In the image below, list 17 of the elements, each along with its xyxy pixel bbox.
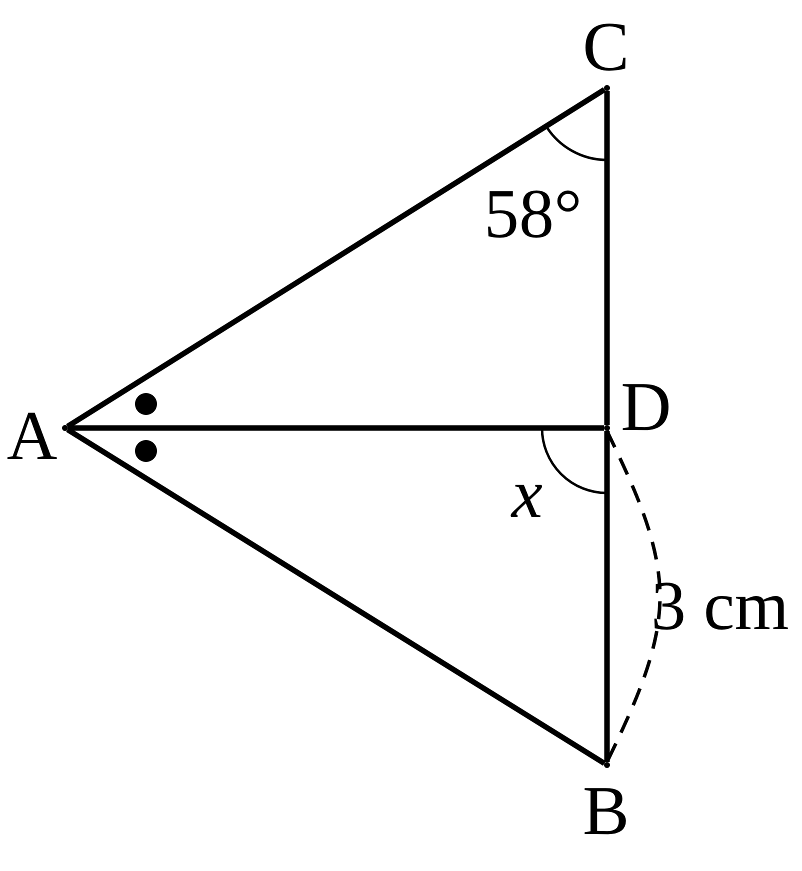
vertex-point [604,85,610,91]
length-label: 3 cm [650,572,790,642]
line-segment [604,91,610,425]
angle-label: x [511,460,543,530]
dashed-arc [605,430,662,763]
line-segment [66,427,606,766]
line-segment [68,425,604,431]
vertex-label: A [6,402,58,472]
vertex-label: C [582,13,630,83]
vertex-label: B [582,777,630,847]
angle-label: 58° [484,180,582,250]
vertex-point [604,762,610,768]
vertex-label: D [620,373,672,443]
line-segment [66,87,606,429]
vertex-point [604,425,610,431]
vertex-point [62,425,68,431]
line-segment [604,431,610,762]
